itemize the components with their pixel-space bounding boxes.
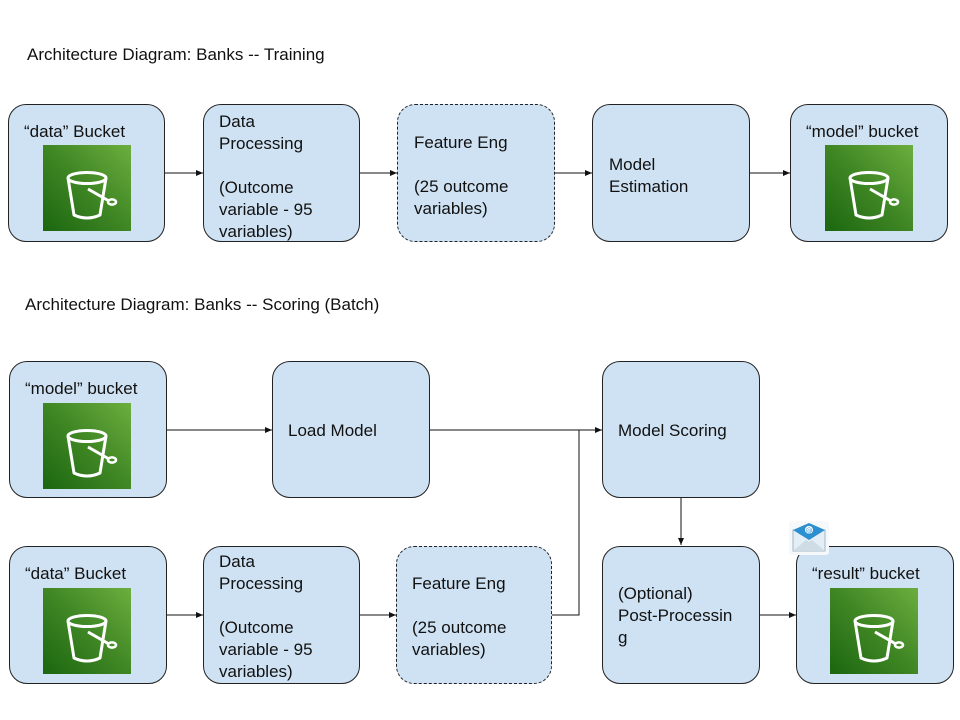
scoring-model-scoring-label: Model Scoring [618,421,727,440]
scoring-post-processing-box: (Optional) Post-Processin g [602,546,760,684]
training-model-estimation-label: Model Estimation [609,155,689,196]
training-data-processing-label: Data Processing (Outcome variable - 95 v… [219,112,313,241]
email-notification-icon: @ [788,520,830,556]
scoring-post-processing-label: (Optional) Post-Processin g [618,584,733,647]
scoring-data-processing-label: Data Processing (Outcome variable - 95 v… [219,552,313,681]
scoring-model-bucket-label: “model” bucket [25,379,138,398]
training-feature-eng-label: Feature Eng (25 outcome variables) [414,133,509,218]
scoring-data-bucket-label: “data” Bucket [25,564,127,583]
scoring-data-processing-box: Data Processing (Outcome variable - 95 v… [203,546,360,684]
elbow-feature-to-scoring [552,430,580,616]
training-model-estimation-box: Model Estimation [592,104,750,242]
s3-bucket-icon [43,588,131,674]
training-model-bucket-label: “model” bucket [806,122,919,141]
training-data-processing-box: Data Processing (Outcome variable - 95 v… [203,104,360,242]
s3-bucket-icon [43,145,131,231]
s3-bucket-icon [43,403,131,489]
scoring-model-scoring-box: Model Scoring [602,361,760,498]
scoring-data-bucket-box: “data” Bucket [9,546,167,684]
training-feature-eng-box: Feature Eng (25 outcome variables) [397,104,555,242]
training-model-bucket-box: “model” bucket [790,104,948,242]
svg-text:@: @ [806,527,813,535]
s3-bucket-icon [830,588,918,674]
s3-bucket-icon [825,145,913,231]
training-data-bucket-label: “data” Bucket [24,122,126,141]
training-title: Architecture Diagram: Banks -- Training [27,45,325,64]
scoring-feature-eng-label: Feature Eng (25 outcome variables) [412,574,507,659]
training-data-bucket-box: “data” Bucket [8,104,165,242]
scoring-result-bucket-label: “result” bucket [812,564,920,583]
scoring-load-model-box: Load Model [272,361,430,498]
scoring-feature-eng-box: Feature Eng (25 outcome variables) [396,546,552,684]
scoring-load-model-label: Load Model [288,421,377,440]
scoring-title: Architecture Diagram: Banks -- Scoring (… [25,295,380,314]
scoring-model-bucket-box: “model” bucket [9,361,167,498]
scoring-result-bucket-box: “result” bucket [796,546,954,684]
